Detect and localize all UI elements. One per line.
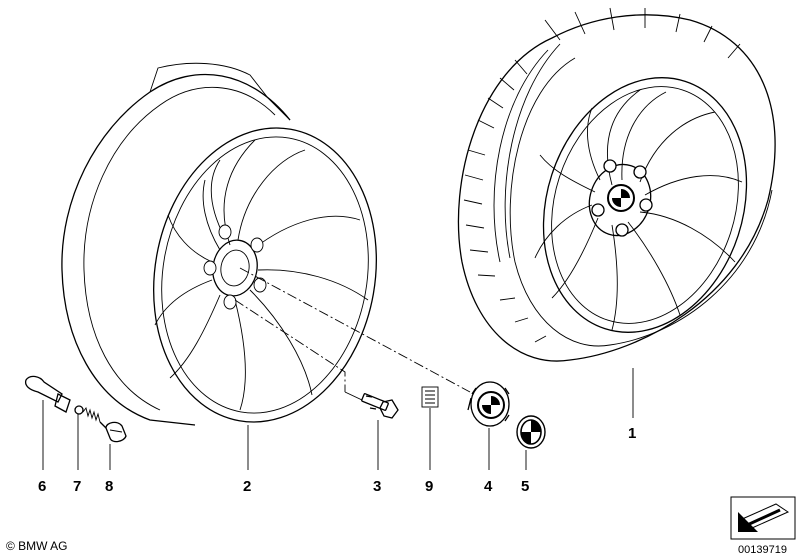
part-label-7[interactable]: 7 <box>73 478 81 495</box>
balance-weight[interactable] <box>421 386 439 408</box>
part-label-8[interactable]: 8 <box>105 478 113 495</box>
part-label-9[interactable]: 9 <box>425 478 433 495</box>
hub-cap[interactable] <box>467 381 510 427</box>
copyright: © BMW AG <box>6 539 68 553</box>
part-label-2[interactable]: 2 <box>243 478 251 495</box>
valve-cap[interactable] <box>105 421 127 443</box>
part-label-3[interactable]: 3 <box>373 478 381 495</box>
bmw-roundel-icon <box>477 391 505 419</box>
tire-wheel-assembly[interactable] <box>457 7 778 362</box>
part-label-1[interactable]: 1 <box>628 425 636 442</box>
light-alloy-rim[interactable] <box>61 62 399 440</box>
bmw-roundel-icon <box>516 415 546 449</box>
part-label-4[interactable]: 4 <box>484 478 493 495</box>
diagram-code: 00139719 <box>738 544 787 556</box>
valve[interactable] <box>24 375 71 413</box>
valve-insert[interactable] <box>74 405 107 429</box>
part-label-6[interactable]: 6 <box>38 478 46 495</box>
part-label-5[interactable]: 5 <box>521 478 529 495</box>
arrow-corner-icon[interactable] <box>730 496 796 540</box>
wheel-bolt[interactable] <box>344 391 399 419</box>
bmw-roundel-icon <box>607 184 635 212</box>
emblem[interactable] <box>516 415 546 449</box>
